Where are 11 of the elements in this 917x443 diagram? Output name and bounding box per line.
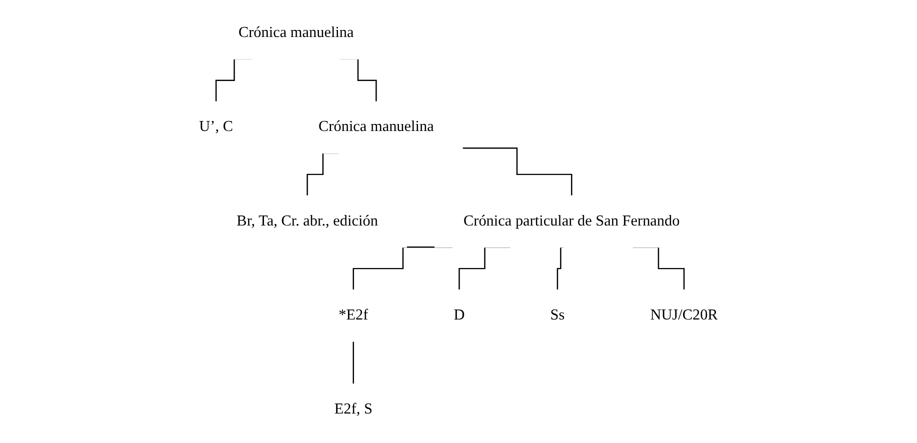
connector: [462, 148, 572, 196]
connector: [556, 246, 564, 291]
node-text: U’, C: [199, 118, 233, 135]
node-text: NUJ/C20R: [650, 307, 718, 324]
node-text: Crónica manuelina: [318, 118, 434, 135]
node-text: *E2f: [338, 307, 368, 324]
node-text: Ss: [550, 307, 565, 324]
node-text: D: [454, 307, 465, 324]
connector: [352, 340, 354, 385]
node-text: E2f, S: [334, 401, 372, 418]
node-text: Br, Ta, Cr. abr., edición: [236, 212, 378, 230]
